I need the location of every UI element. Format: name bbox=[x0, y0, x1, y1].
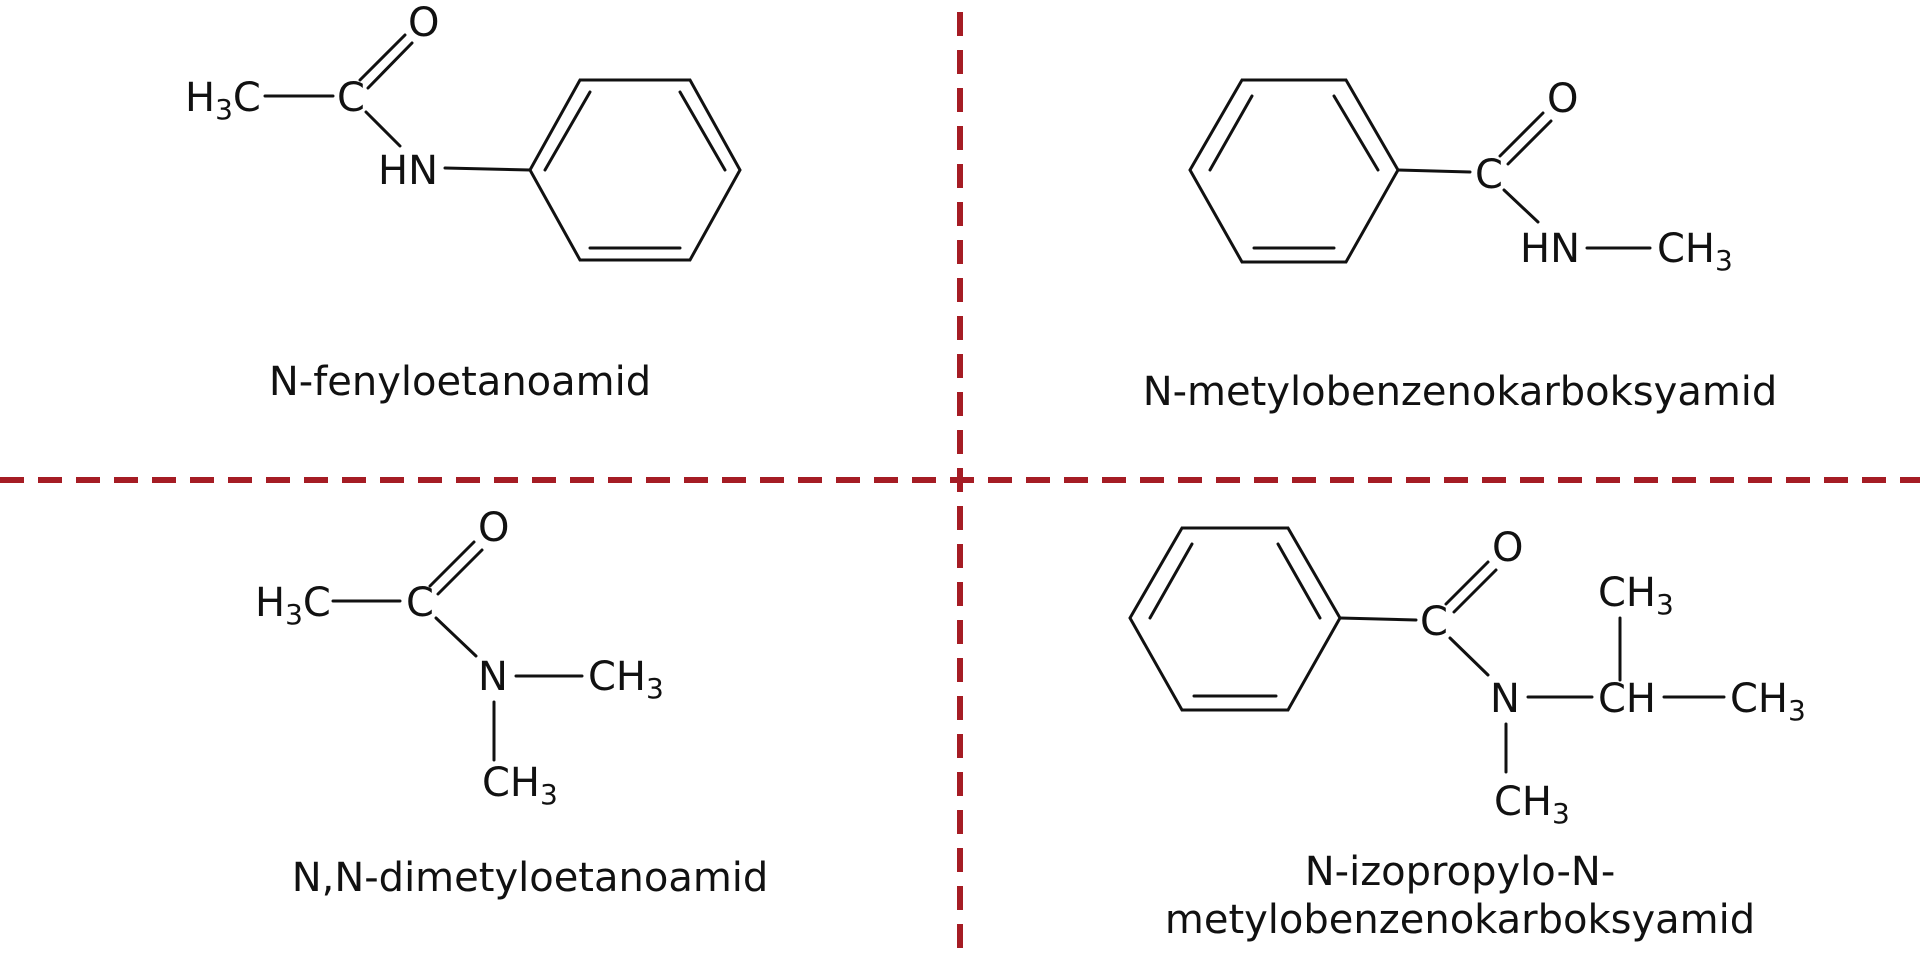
benzene-ring bbox=[1128, 526, 1342, 712]
atom-ch: CH bbox=[1598, 676, 1656, 722]
atom-n: N bbox=[1490, 676, 1520, 722]
atom-ch3-top: CH3 bbox=[1598, 570, 1674, 621]
caption-n-metylobenzenokarboksyamid: N-metylobenzenokarboksyamid bbox=[1142, 369, 1778, 415]
benzene-ring bbox=[528, 78, 742, 262]
structure-n-fenyloetanoamid: H3C C O HN bbox=[185, 0, 742, 262]
atom-o: O bbox=[408, 0, 439, 46]
atom-c: C bbox=[406, 580, 434, 626]
caption-n-n-dimetyloetanoamid: N,N-dimetyloetanoamid bbox=[291, 855, 769, 901]
atom-ch3-right: CH3 bbox=[1730, 676, 1806, 727]
structure-n-izopropylo-n-metylobenzenokarboksyamid: C O N CH CH3 CH3 CH3 bbox=[1128, 525, 1806, 830]
caption-n-izopropylo-line1: N-izopropylo-N- bbox=[1304, 849, 1616, 895]
structure-n-n-dimetyloetanoamid: H3C C O N CH3 CH3 bbox=[255, 505, 664, 811]
atom-h3c: H3C bbox=[185, 75, 261, 126]
atom-c: C bbox=[1475, 152, 1503, 198]
atom-hn: HN bbox=[1520, 226, 1580, 272]
structure-n-metylobenzenokarboksyamid: C O HN CH3 bbox=[1188, 76, 1733, 277]
caption-n-fenyloetanoamid: N-fenyloetanoamid bbox=[268, 359, 652, 405]
atom-c: C bbox=[1420, 599, 1448, 645]
atom-ch3-right: CH3 bbox=[588, 654, 664, 705]
atom-o: O bbox=[478, 505, 509, 551]
benzene-ring bbox=[1188, 78, 1400, 264]
atom-ch3: CH3 bbox=[1657, 226, 1733, 277]
caption-n-izopropylo-line2: metylobenzenokarboksyamid bbox=[1164, 897, 1756, 943]
atom-o: O bbox=[1492, 525, 1523, 571]
atom-c: C bbox=[337, 75, 365, 121]
atom-o: O bbox=[1547, 76, 1578, 122]
atom-ch3-bottom: CH3 bbox=[1494, 779, 1570, 830]
atom-h3c: H3C bbox=[255, 580, 331, 631]
atom-hn: HN bbox=[378, 148, 438, 194]
atom-ch3-down: CH3 bbox=[482, 760, 558, 811]
atom-n: N bbox=[478, 654, 508, 700]
